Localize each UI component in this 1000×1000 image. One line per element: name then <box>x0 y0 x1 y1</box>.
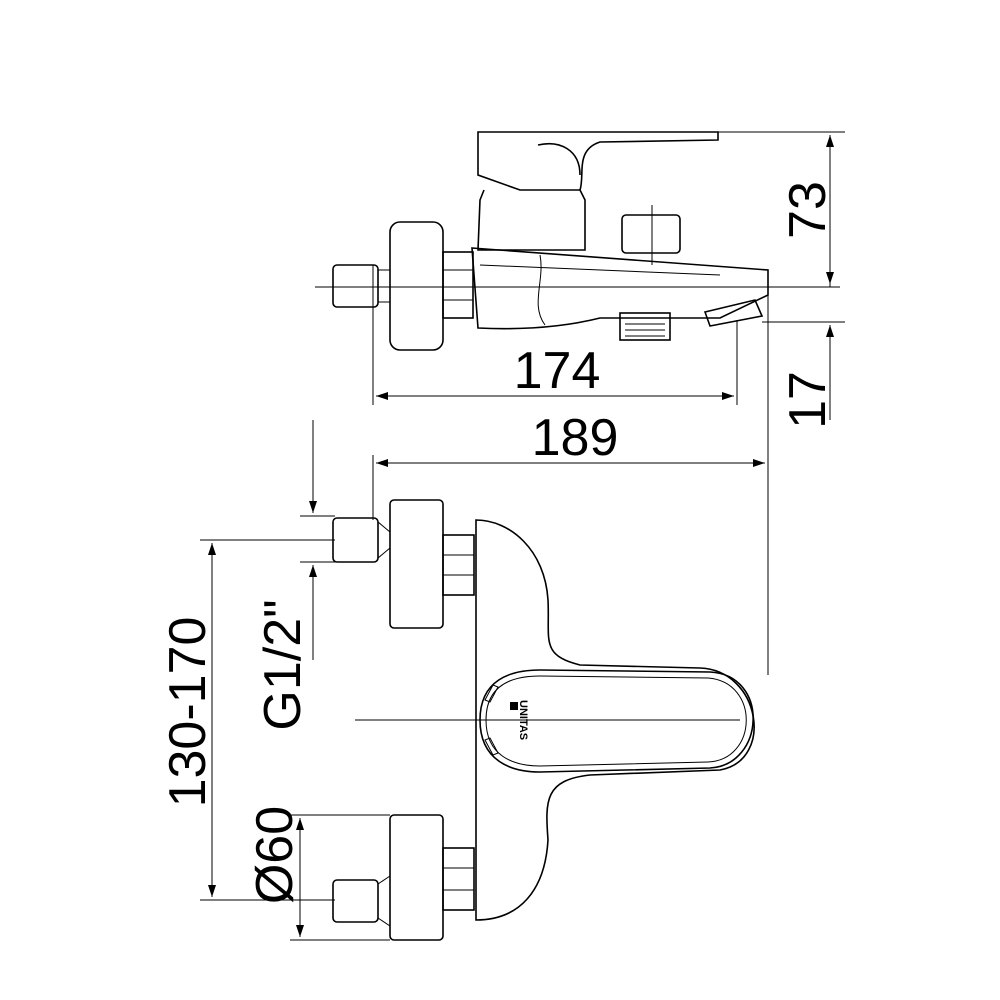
flange-lower <box>389 814 444 941</box>
aerator-thread <box>619 312 671 341</box>
side-view <box>315 131 840 351</box>
flange-upper <box>389 499 444 629</box>
inlet-upper <box>332 517 379 563</box>
nut-upper <box>442 534 475 596</box>
body-front <box>475 519 755 921</box>
dim-189: 189 <box>532 409 619 467</box>
spout-detail <box>479 254 721 326</box>
diverter-button <box>621 214 681 254</box>
inlet-top <box>332 264 379 308</box>
dim-130-170: 130-170 <box>159 617 217 808</box>
nut-lower <box>442 847 475 911</box>
spout <box>471 247 769 330</box>
lever-side <box>477 131 719 191</box>
dim-diameter-60: Ø60 <box>246 806 304 904</box>
nut-top <box>442 251 474 319</box>
dim-73: 73 <box>779 181 837 239</box>
outlet <box>703 299 764 327</box>
flange-top <box>389 221 444 351</box>
front-view: UNITAS <box>332 499 755 941</box>
body-side <box>477 189 586 251</box>
dim-g12: G1/2" <box>254 599 312 730</box>
dim-17: 17 <box>779 371 837 429</box>
inlet-lower <box>332 879 379 923</box>
dim-174: 174 <box>514 342 601 400</box>
brand-logo: UNITAS <box>517 700 529 740</box>
lever-detail <box>537 143 581 176</box>
lever-front <box>479 669 754 773</box>
